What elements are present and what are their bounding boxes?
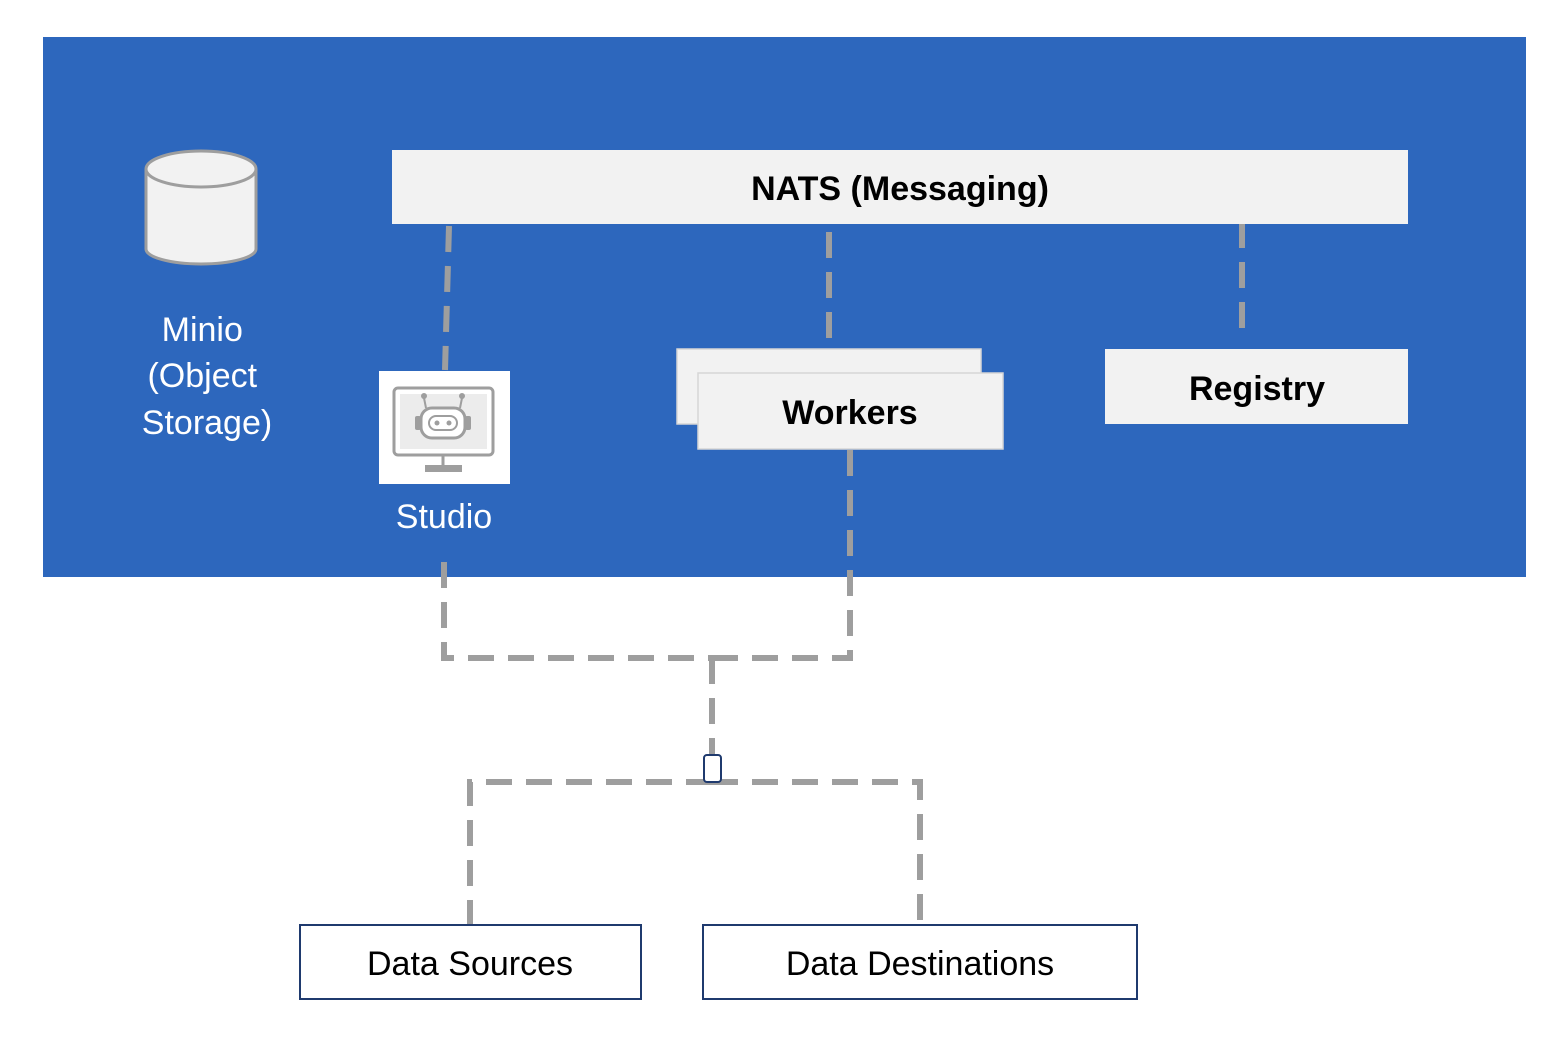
registry-box — [1105, 349, 1408, 424]
robot-antenna-tip-right — [459, 393, 465, 399]
minio-label-line-2: (Object — [147, 357, 257, 395]
studio-node[interactable]: Studio — [379, 371, 510, 536]
connector-junction-sources — [467, 779, 712, 924]
data-destinations-label: Data Destinations — [786, 945, 1054, 983]
workers-label: Workers — [782, 394, 917, 432]
junction-handle[interactable] — [703, 754, 722, 783]
nats-label: NATS (Messaging) — [751, 170, 1049, 208]
studio-label: Studio — [396, 498, 492, 536]
data-sources-node[interactable]: Data Sources — [299, 924, 642, 1000]
robot-antenna-left — [423, 397, 427, 409]
robot-head — [419, 406, 467, 440]
connector-nats-studio — [442, 225, 452, 371]
robot-visor — [428, 415, 458, 431]
workers-node[interactable]: Workers — [676, 348, 1004, 450]
minio-label-line-3: Storage) — [142, 404, 272, 442]
workers-box-front — [697, 372, 1004, 450]
robot-ear-left — [415, 416, 421, 430]
monitor-base — [425, 465, 462, 472]
minio-label: Minio (Object Storage) — [142, 311, 272, 442]
connector-workers-hub — [712, 450, 853, 661]
nats-box — [392, 150, 1408, 224]
database-icon-body — [144, 169, 258, 266]
connector-junction-destinations — [712, 779, 923, 924]
connector-studio-hub — [441, 562, 712, 661]
database-icon-top — [144, 149, 258, 189]
robot-monitor-icon — [392, 386, 495, 472]
data-destinations-node[interactable]: Data Destinations — [702, 924, 1138, 1000]
data-sources-label: Data Sources — [367, 945, 573, 983]
robot-eye-left — [434, 420, 440, 426]
database-icon — [144, 149, 258, 266]
nats-node[interactable]: NATS (Messaging) — [392, 150, 1408, 224]
minio-node[interactable]: Minio (Object Storage) — [142, 149, 272, 442]
data-sources-box — [299, 924, 642, 1000]
platform-container — [43, 37, 1526, 577]
robot-ear-right — [465, 416, 471, 430]
registry-label: Registry — [1189, 370, 1325, 408]
minio-label-line-1: Minio — [162, 311, 243, 349]
robot-eye-right — [446, 420, 452, 426]
data-destinations-box — [702, 924, 1138, 1000]
registry-node[interactable]: Registry — [1105, 349, 1408, 424]
robot-antenna-tip-left — [421, 393, 427, 399]
connectors — [441, 222, 1245, 924]
robot-antenna-right — [459, 397, 463, 409]
